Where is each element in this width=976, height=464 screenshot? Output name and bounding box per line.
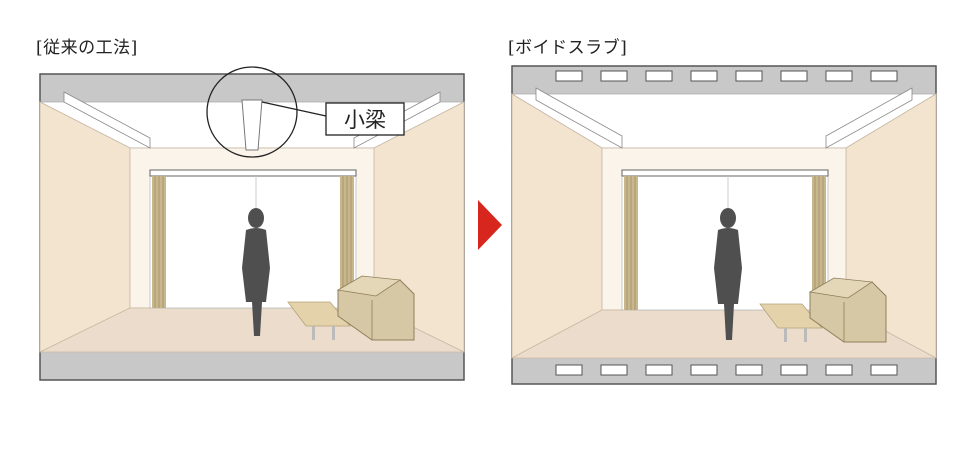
left-room: 小梁 xyxy=(39,66,465,381)
right-panel-heading: [ボイドスラブ] xyxy=(508,38,628,58)
void-hole xyxy=(825,364,853,376)
void-hole xyxy=(690,364,718,376)
right-curtain-rail xyxy=(621,169,829,177)
small-beam xyxy=(241,99,263,151)
callout-label: 小梁 xyxy=(344,108,386,132)
right-person-silhouette-icon xyxy=(714,208,742,340)
callout-circle xyxy=(206,66,298,158)
callout-leader-line xyxy=(261,101,327,117)
left-sofa-icon xyxy=(336,275,415,341)
left-table-icon xyxy=(287,301,351,340)
right-room xyxy=(510,65,938,385)
void-hole xyxy=(825,70,853,82)
void-hole xyxy=(870,364,898,376)
left-ceiling-beam-left xyxy=(63,91,151,149)
void-hole xyxy=(600,364,628,376)
void-hole xyxy=(870,70,898,82)
left-person-silhouette-icon xyxy=(242,208,270,336)
triangle-right-arrow-icon xyxy=(478,200,502,250)
top-slab-voids xyxy=(555,70,898,82)
void-hole xyxy=(555,364,583,376)
void-hole xyxy=(555,70,583,82)
right-ceiling-beam-right xyxy=(825,87,913,149)
bottom-slab-voids xyxy=(555,364,898,376)
left-panel-heading: [従来の工法] xyxy=(36,38,138,58)
right-sofa-icon xyxy=(808,277,887,343)
left-curtain-rail xyxy=(149,169,357,177)
void-hole xyxy=(780,70,808,82)
right-ceiling-beam-left xyxy=(535,87,623,149)
right-curtain-left xyxy=(624,176,638,310)
left-curtain-left xyxy=(152,176,166,308)
void-hole xyxy=(735,70,763,82)
void-hole xyxy=(600,70,628,82)
void-hole xyxy=(645,364,673,376)
void-hole xyxy=(735,364,763,376)
void-hole xyxy=(780,364,808,376)
right-table-icon xyxy=(759,303,823,342)
void-hole xyxy=(690,70,718,82)
left-curtain-right xyxy=(340,176,354,308)
callout-box xyxy=(325,102,405,136)
void-hole xyxy=(645,70,673,82)
